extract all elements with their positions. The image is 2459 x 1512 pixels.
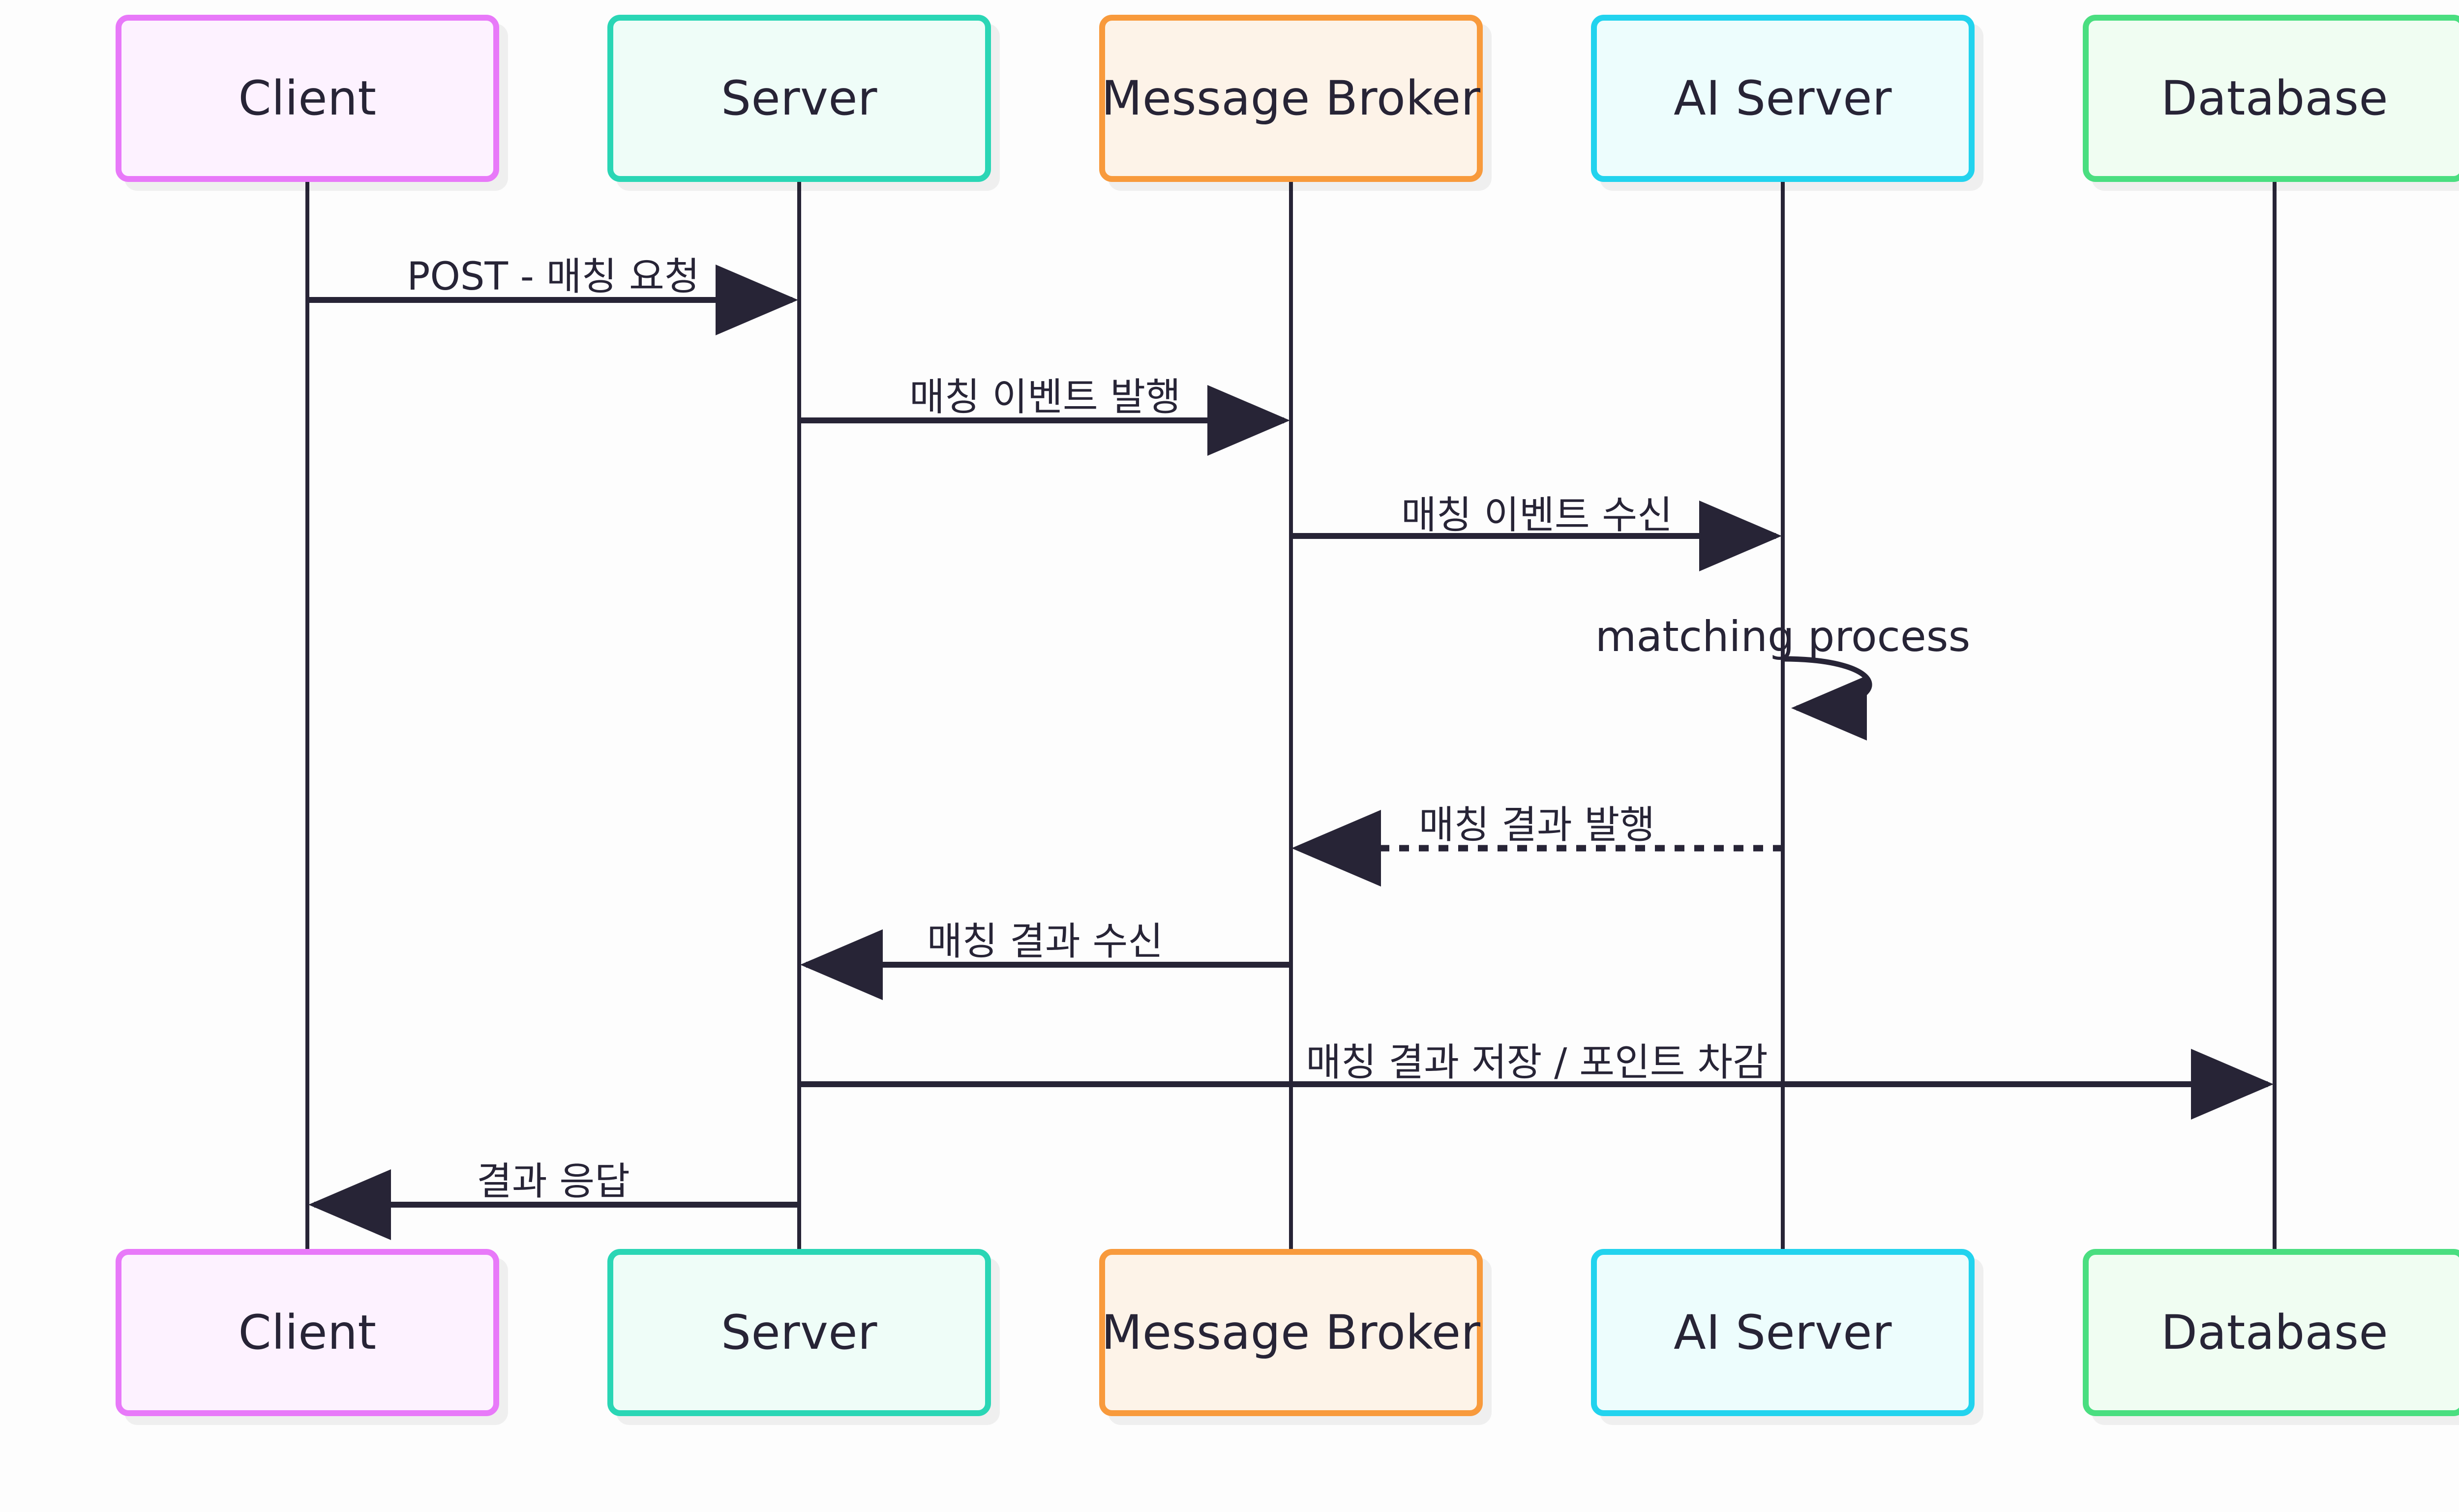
- message-label-8: 결과 응답: [477, 1159, 630, 1204]
- participant-label-ai: AI Server: [1674, 1305, 1892, 1360]
- participant-label-db: Database: [2160, 71, 2389, 126]
- message-arrows-group: [307, 265, 2274, 1240]
- message-label-3: 매칭 이벤트 수신: [1401, 493, 1673, 537]
- message-label-7: 매칭 결과 저장 / 포인트 차감: [1306, 1040, 1768, 1085]
- message-label-6: 매칭 결과 수신: [927, 919, 1164, 964]
- participant-label-client: Client: [238, 1305, 377, 1360]
- message-label-2: 매칭 이벤트 발행: [909, 375, 1181, 419]
- participant-label-broker: Message Broker: [1101, 71, 1481, 126]
- lifelines-group: [305, 182, 2277, 1249]
- participant-label-client: Client: [238, 71, 377, 126]
- participant-label-broker: Message Broker: [1101, 1305, 1481, 1360]
- message-arrow-self-4: [1782, 656, 1872, 741]
- participant-box-db-bottom[interactable]: Database: [2083, 1249, 2459, 1416]
- participant-box-db-top[interactable]: Database: [2083, 15, 2459, 182]
- participant-box-broker-bottom[interactable]: Message Broker: [1099, 1249, 1483, 1416]
- participant-box-client-top[interactable]: Client: [116, 15, 499, 182]
- participant-box-broker-top[interactable]: Message Broker: [1099, 15, 1483, 182]
- participant-box-server-bottom[interactable]: Server: [607, 1249, 991, 1416]
- message-label-1: POST - 매칭 요청: [407, 255, 700, 299]
- participant-box-ai-bottom[interactable]: AI Server: [1591, 1249, 1975, 1416]
- participant-label-server: Server: [721, 1305, 877, 1360]
- participant-label-db: Database: [2160, 1305, 2389, 1360]
- message-label-4: matching process: [1595, 612, 1971, 661]
- participant-box-client-bottom[interactable]: Client: [116, 1249, 499, 1416]
- participant-box-server-top[interactable]: Server: [607, 15, 991, 182]
- participant-label-ai: AI Server: [1674, 71, 1892, 126]
- participant-box-ai-top[interactable]: AI Server: [1591, 15, 1975, 182]
- participant-label-server: Server: [721, 71, 877, 126]
- message-label-5: 매칭 결과 발행: [1418, 803, 1655, 847]
